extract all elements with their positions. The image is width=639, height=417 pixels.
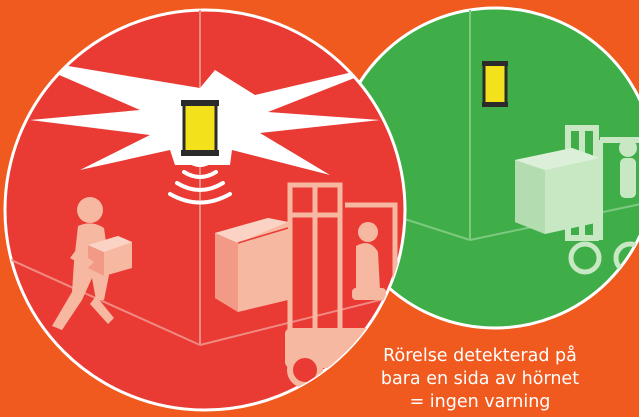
forklift-box-icon	[215, 218, 289, 312]
detection-waves-icon	[168, 160, 232, 205]
warning-light-icon	[181, 100, 219, 156]
safe-scene-content	[335, 8, 639, 275]
driver-icon	[352, 222, 386, 300]
person-carrying-box-icon	[52, 197, 132, 330]
ghost-driver-icon	[619, 139, 637, 198]
caption-line-1: Rörelse detekterad på	[383, 346, 577, 366]
safe-scene	[333, 6, 639, 330]
idle-light-icon	[482, 61, 508, 107]
caption-line-3: = ingen varning	[409, 392, 551, 412]
caption-line-2: bara en sida av hörnet	[380, 369, 580, 389]
warning-scene	[3, 8, 407, 412]
ghost-box-icon	[515, 148, 600, 234]
caption: Rörelse detekterad på bara en sida av hö…	[330, 345, 630, 414]
